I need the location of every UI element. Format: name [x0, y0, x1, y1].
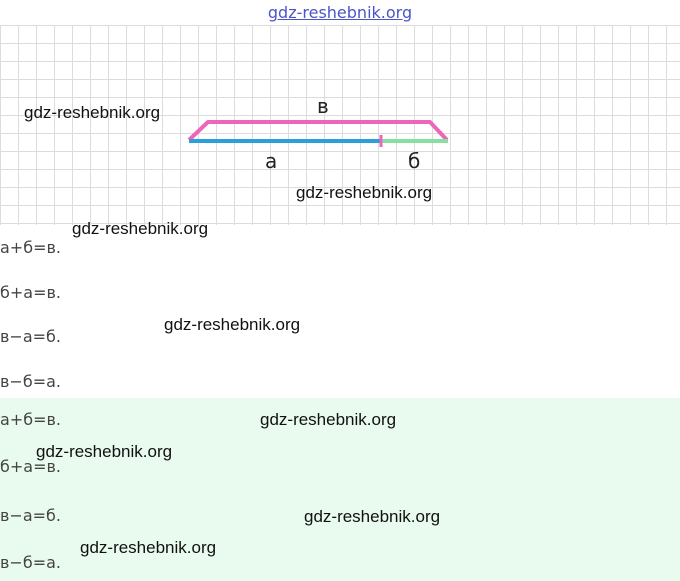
watermark: gdz-reshebnik.org — [24, 103, 161, 122]
watermark: gdz-reshebnik.org — [296, 183, 433, 202]
equation-4: в−б=а. — [0, 372, 61, 391]
answer-equation-1: а+б=в. — [0, 410, 61, 429]
answer-equation-4: в−б=а. — [0, 553, 61, 572]
answer-block — [0, 398, 680, 581]
label-a: а — [265, 149, 278, 173]
watermark: gdz-reshebnik.org — [164, 315, 301, 334]
equation-1: а+б=в. — [0, 238, 61, 257]
watermark: gdz-reshebnik.org — [304, 507, 441, 526]
watermark: gdz-reshebnik.org — [260, 410, 397, 429]
watermark: gdz-reshebnik.org — [36, 442, 173, 461]
answer-equation-3: в−а=б. — [0, 506, 61, 525]
label-whole: в — [317, 94, 329, 118]
equation-3: в−а=б. — [0, 327, 61, 346]
grid-paper — [0, 25, 680, 225]
answer-equation-2: б+а=в. — [0, 457, 61, 476]
site-link[interactable]: gdz-reshebnik.org — [267, 3, 413, 22]
watermark: gdz-reshebnik.org — [80, 538, 217, 557]
watermark: gdz-reshebnik.org — [72, 219, 209, 238]
equation-2: б+а=в. — [0, 283, 61, 302]
label-b: б — [408, 149, 421, 173]
brace-whole — [187, 120, 449, 142]
